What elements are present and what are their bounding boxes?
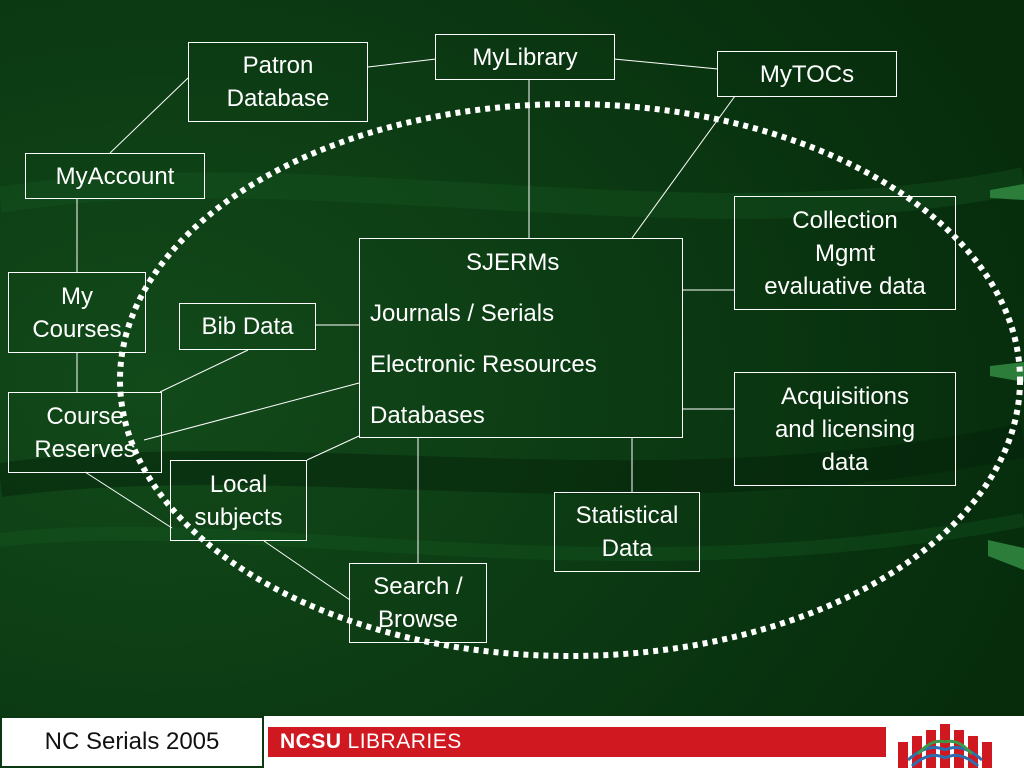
node-text: Patron: [242, 52, 314, 79]
sjerms-hub-box: SJERMs Journals / Serials Electronic Res…: [359, 238, 683, 438]
statistical-data-box: Statistical Data: [554, 492, 700, 572]
footer-label-text: NC Serials 2005: [44, 728, 220, 755]
node-text: Courses: [32, 315, 122, 343]
node-text: Bib Data: [201, 313, 294, 340]
collection-mgmt-box: Collection Mgmt evaluative data: [734, 196, 956, 310]
brand-rest: LIBRARIES: [347, 730, 462, 753]
node-text: data: [821, 448, 869, 476]
myaccount-box: MyAccount: [25, 153, 205, 199]
node-text: Collection: [792, 206, 898, 234]
libraries-logo-icon: [898, 724, 992, 768]
my-courses-box: My Courses: [8, 272, 146, 353]
node-text: Mgmt: [815, 239, 875, 267]
patron-database-box: Patron Database: [188, 42, 368, 122]
local-subjects-box: Local subjects: [170, 460, 307, 541]
node-text: Search /: [373, 573, 463, 600]
search-browse-box: Search / Browse: [349, 563, 487, 643]
ncsu-libraries-banner: NCSU LIBRARIES: [268, 727, 886, 757]
footer-label: NC Serials 2005: [0, 716, 264, 768]
node-text: and licensing: [774, 415, 916, 443]
acquisitions-box: Acquisitions and licensing data: [734, 372, 956, 486]
node-text: Statistical: [575, 502, 679, 529]
node-text: Browse: [377, 606, 459, 633]
node-text: evaluative data: [764, 272, 926, 300]
node-text: MyLibrary: [472, 43, 578, 71]
node-text: Acquisitions: [780, 382, 910, 410]
node-text: Local: [209, 470, 268, 498]
node-text: MyTOCs: [759, 60, 855, 88]
node-text: My: [61, 282, 93, 310]
node-text: Course: [46, 402, 124, 430]
mytocs-box: MyTOCs: [717, 51, 897, 97]
node-text: Reserves: [34, 435, 136, 463]
node-text: subjects: [194, 503, 283, 531]
node-text: Data: [601, 535, 653, 562]
hub-line: Journals / Serials: [370, 300, 555, 327]
node-text: Database: [226, 85, 330, 112]
bib-data-box: Bib Data: [179, 303, 316, 350]
mylibrary-box: MyLibrary: [435, 34, 615, 80]
hub-line: Databases: [370, 402, 485, 429]
course-reserves-box: Course Reserves: [8, 392, 162, 473]
brand-bold: NCSU: [280, 730, 342, 753]
hub-title: SJERMs: [466, 249, 560, 276]
node-text: MyAccount: [55, 162, 175, 190]
hub-line: Electronic Resources: [370, 351, 597, 378]
